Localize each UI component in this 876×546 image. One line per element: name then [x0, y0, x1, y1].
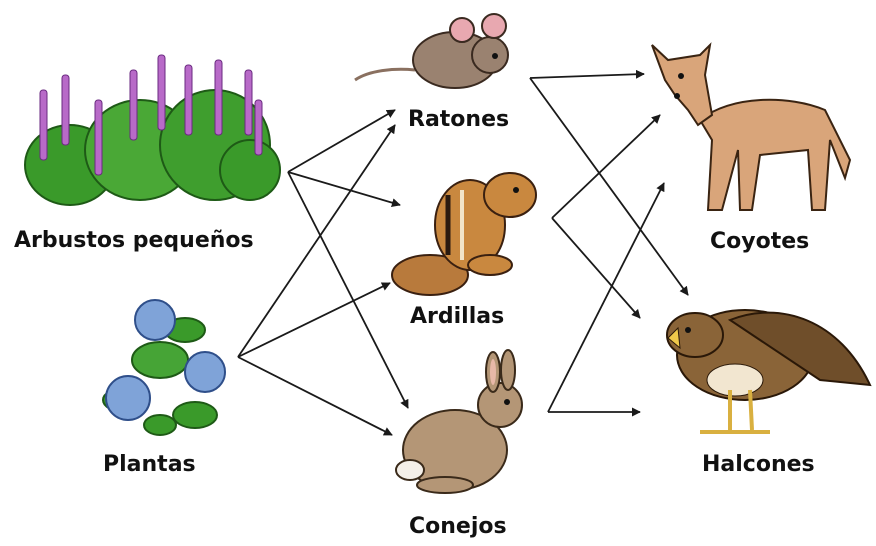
- label-hawks: Halcones: [702, 454, 815, 476]
- shrub-illustration: [25, 55, 280, 205]
- mouse-illustration: [355, 14, 508, 88]
- label-shrubs: Arbustos pequeños: [14, 230, 254, 252]
- label-mice: Ratones: [408, 109, 509, 131]
- rabbit-illustration: [396, 350, 522, 493]
- label-coyotes: Coyotes: [710, 231, 809, 253]
- chipmunk-illustration: [392, 173, 536, 295]
- hawk-illustration: [667, 310, 870, 432]
- label-rabbits: Conejos: [409, 516, 507, 538]
- hydrangea-plant-illustration: [103, 300, 225, 435]
- coyote-illustration: [652, 45, 850, 210]
- label-squirrels: Ardillas: [410, 306, 504, 328]
- label-plants: Plantas: [103, 454, 196, 476]
